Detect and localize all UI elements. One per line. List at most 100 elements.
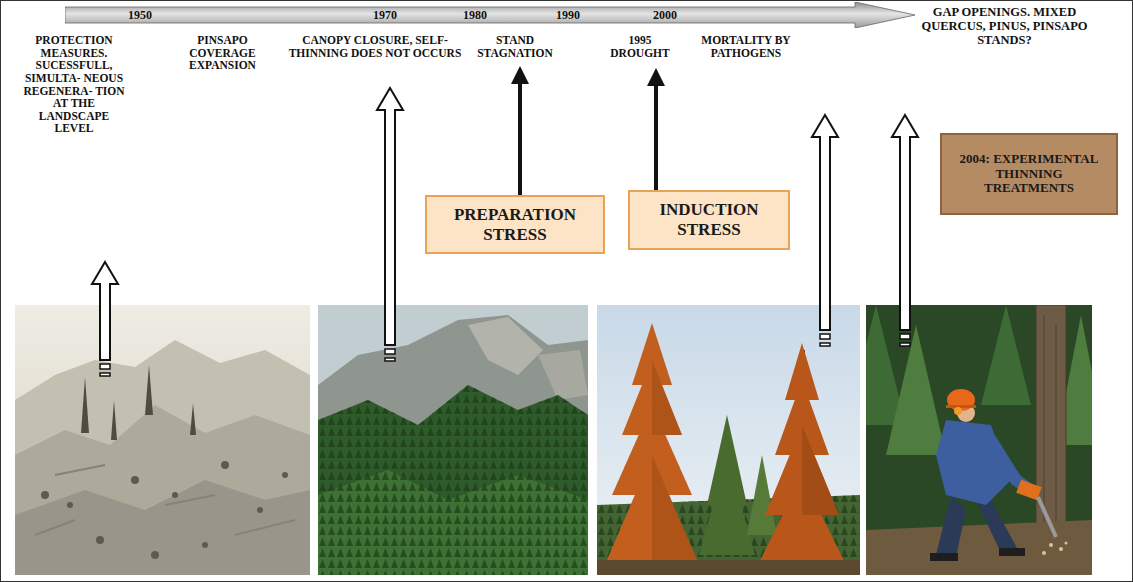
hollow-arrow — [377, 88, 403, 361]
photo-mortality-trees — [802, 425, 839, 515]
stress-arrow — [647, 68, 665, 86]
photo-1970-forest — [318, 385, 588, 575]
event-label: PROTECTION MEASURES. SUCESSFULL, SIMULTA… — [22, 34, 126, 135]
hollow-arrow — [92, 262, 118, 376]
photo-mortality-trees — [652, 455, 697, 560]
treatment-box: 2004: EXPERIMENTAL THINNING TREATMENTS — [940, 133, 1118, 215]
photo-1950-landscape — [41, 491, 49, 499]
hollow-arrow — [900, 343, 910, 346]
photo-mortality-trees — [597, 305, 860, 575]
photo-1970-forest — [318, 305, 588, 575]
photo-1970-forest — [318, 305, 588, 575]
event-label: GAP OPENINGS. MIXED QUERCUS, PINUS, PINS… — [902, 6, 1107, 47]
photo-mortality-trees — [747, 455, 777, 535]
stress-arrow — [654, 84, 658, 190]
hollow-arrow — [92, 262, 118, 360]
photo-mortality-trees — [607, 455, 697, 560]
box-text: PREPARATION STRESS — [435, 205, 595, 244]
stress-arrow — [511, 66, 529, 84]
photo-thinning-worker — [930, 553, 958, 561]
photo-1950-landscape — [15, 340, 310, 575]
hollow-arrow — [812, 115, 838, 346]
event-label: 1995 DROUGHT — [598, 34, 682, 59]
hollow-arrow — [377, 88, 403, 345]
photo-1970-forest — [318, 315, 588, 575]
photo-1950-landscape — [96, 536, 104, 544]
photo-1970-forest — [318, 385, 588, 575]
photo-1970-forest — [318, 470, 588, 575]
photo-thinning-worker — [976, 500, 1018, 553]
photo-thinning-worker — [991, 440, 1026, 487]
box-text: 2004: EXPERIMENTAL THINNING TREATMENTS — [950, 152, 1108, 197]
photo-1950-landscape — [221, 461, 229, 469]
hollow-arrow — [820, 343, 830, 346]
photo-1950-landscape — [111, 400, 117, 440]
photo-thinning-worker — [1049, 543, 1053, 547]
hollow-arrow — [900, 334, 910, 339]
photo-thinning-worker — [846, 305, 906, 425]
photo-mortality-trees — [699, 455, 755, 555]
photo-1950-landscape — [15, 305, 310, 575]
stress-box: PREPARATION STRESS — [425, 195, 605, 254]
event-label: STAND STAGNATION — [470, 34, 560, 59]
photo-thinning-worker — [999, 548, 1025, 556]
year-label: 1990 — [556, 9, 580, 21]
hollow-arrow — [812, 115, 838, 330]
photo-thinning-worker — [866, 520, 1092, 575]
photo-mortality-trees — [652, 360, 682, 435]
hollow-arrow — [820, 334, 830, 339]
year-label: 1970 — [373, 9, 397, 21]
photo-1950-landscape — [67, 502, 73, 508]
photo-thinning-worker — [1059, 547, 1063, 551]
photo-1970-forest — [538, 350, 588, 400]
hollow-arrow — [892, 115, 918, 330]
hollow-arrow — [385, 358, 395, 361]
event-label: MORTALITY BY PATHOGENS — [686, 34, 806, 59]
photo-1950-landscape — [151, 551, 159, 559]
photo-thinning-worker — [954, 407, 962, 415]
timeline-arrow-shape — [65, 2, 915, 28]
photo-mortality-trees — [597, 560, 860, 575]
photo-1950-landscape — [202, 542, 208, 548]
photo-mortality-trees — [597, 305, 860, 575]
hollow-arrow — [385, 349, 395, 354]
photo-thinning-worker — [1036, 305, 1066, 555]
photo-1950-landscape — [282, 472, 288, 478]
photo-1950-landscape — [131, 476, 139, 484]
timeline-arrow: 1950 1970 1980 1990 2000 — [65, 2, 915, 28]
photo-1950-landscape — [15, 305, 310, 575]
photo-thinning-worker — [936, 495, 966, 557]
photo-thinning-worker — [846, 305, 1106, 575]
photo-mortality-trees — [765, 425, 839, 515]
photo-thinning-worker — [981, 305, 1031, 405]
photo-thinning-worker — [1038, 497, 1056, 537]
year-label: 2000 — [653, 9, 677, 21]
photo-1970-forest — [468, 317, 543, 375]
photo-thinning-worker — [946, 405, 976, 408]
stress-arrow — [518, 82, 522, 195]
stress-box: INDUCTION STRESS — [628, 190, 790, 250]
photo-1950-landscape — [190, 403, 196, 435]
timeline-arrow-shape — [65, 2, 915, 28]
stress-arrow — [647, 68, 665, 190]
photo-thinning-worker — [886, 325, 946, 455]
stress-arrow — [511, 66, 529, 195]
hollow-arrow — [100, 364, 110, 369]
hollow-arrow — [892, 115, 918, 346]
photo-thinning-worker — [1042, 551, 1046, 555]
photo-1950-landscape — [15, 405, 310, 575]
event-label: PINSAPO COVERAGE EXPANSION — [170, 34, 275, 72]
year-label: 1980 — [463, 9, 487, 21]
photo-1950-landscape — [35, 465, 295, 535]
photo-mortality-trees — [622, 360, 682, 435]
photo-1950-landscape — [257, 507, 263, 513]
photo-1950-landscape — [145, 365, 153, 415]
photo-1950-landscape — [172, 492, 178, 498]
photo-thinning-worker — [1065, 542, 1068, 545]
photo-1950-landscape — [81, 377, 89, 433]
photo-thinning-worker — [947, 389, 975, 411]
hollow-arrow — [100, 373, 110, 376]
year-label: 1950 — [128, 9, 152, 21]
photo-thinning-worker — [866, 305, 1092, 575]
